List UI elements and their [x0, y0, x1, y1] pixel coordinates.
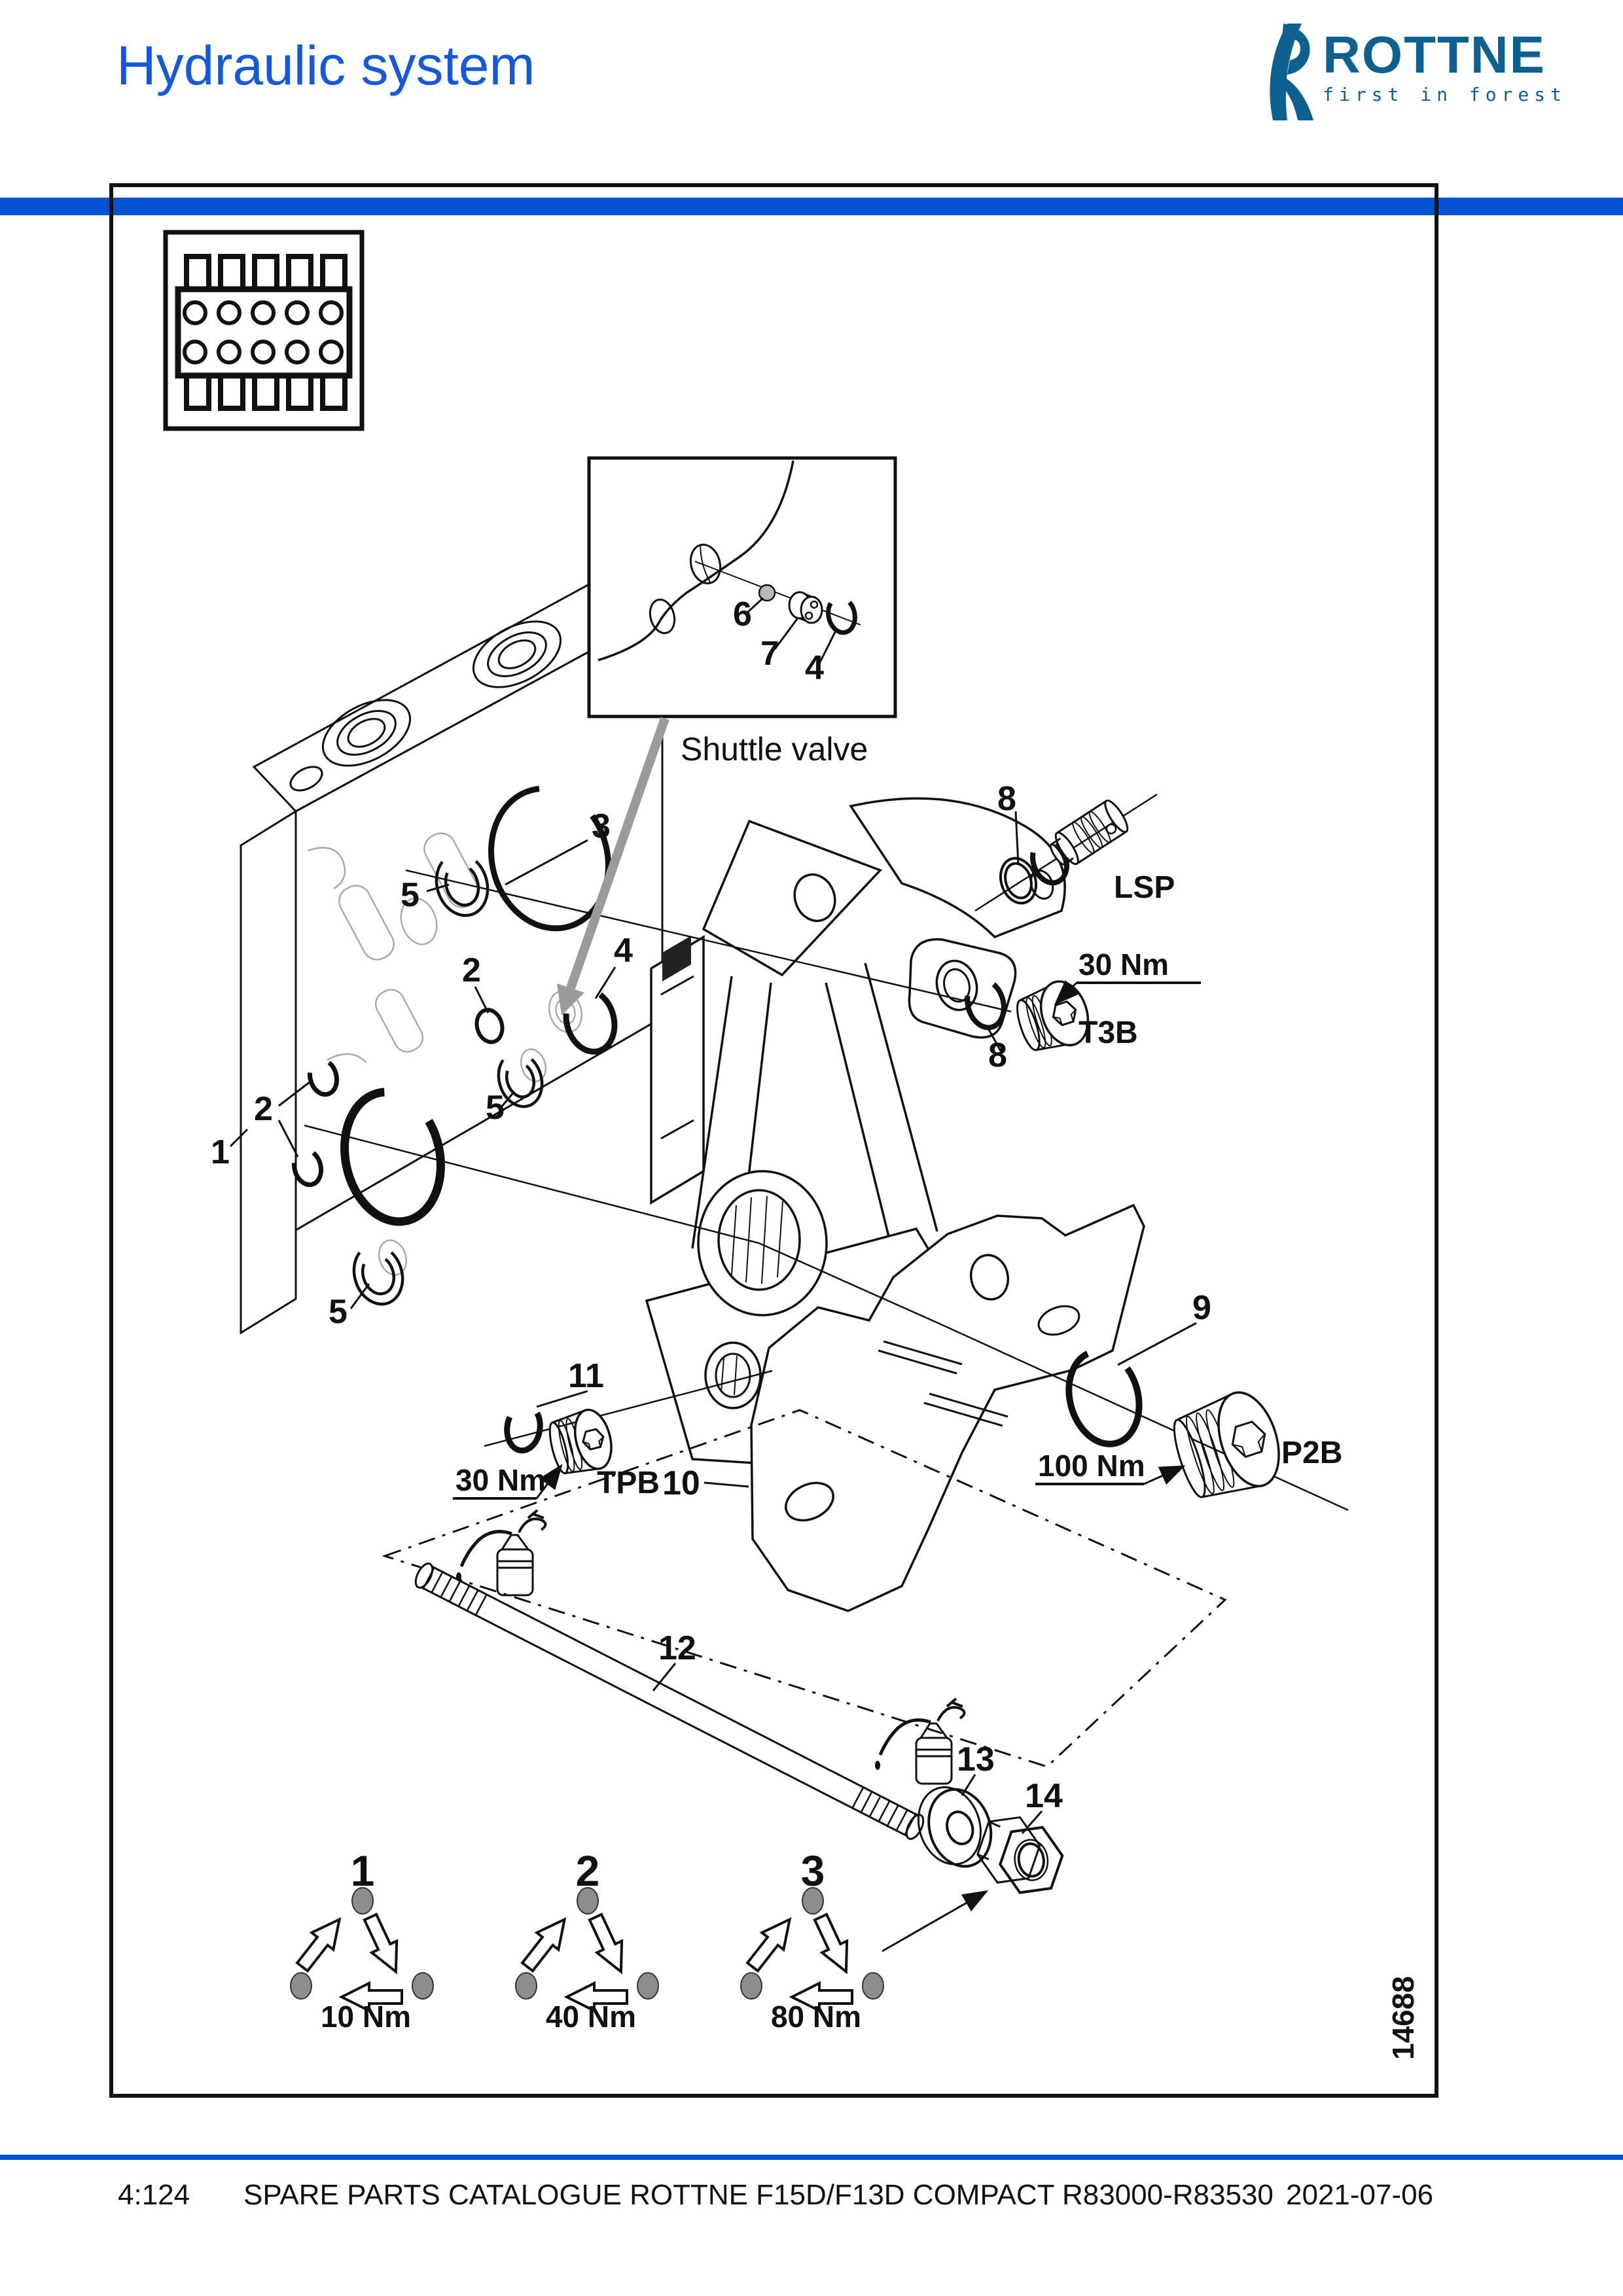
footer-page-number: 4:124 [118, 2179, 190, 2211]
sequence-to-nut-arrow [882, 1890, 989, 1952]
callout-4-inset: 4 [805, 649, 824, 687]
callout-7-inset: 7 [760, 635, 779, 673]
bracket-plate-10 [750, 1203, 1145, 1612]
shuttle-seat-7 [788, 591, 823, 624]
nut-14 [976, 1816, 1064, 1894]
callout-11: 11 [568, 1357, 604, 1395]
valve-block [240, 566, 664, 1335]
torque-annotations [453, 980, 1201, 1500]
tpb-plug-assembly [504, 1402, 613, 1475]
retaining-ring-4 [563, 987, 618, 1055]
torque-t3b: 30 Nm [1079, 947, 1169, 981]
sequence-step-3: 3 80 Nm [740, 1846, 884, 2034]
rottne-logo: ROTTNE first in forest [1253, 22, 1567, 122]
callout-1: 1 [211, 1133, 230, 1171]
footer-date: 2021-07-06 [1286, 2179, 1434, 2211]
page-title: Hydraulic system [116, 35, 535, 96]
o-ring-4-inset [826, 595, 857, 635]
port-label-t3b: T3B [1079, 1016, 1138, 1050]
callout-3: 3 [592, 807, 611, 845]
o-ring-8-t3b [965, 977, 1007, 1031]
seal-5a [435, 852, 490, 917]
footer-catalogue-title: SPARE PARTS CATALOGUE ROTTNE F15D/F13D C… [243, 2179, 1274, 2211]
logo-wordmark: ROTTNE [1323, 26, 1546, 84]
p2b-plug [1173, 1391, 1280, 1498]
callout-2b: 2 [254, 1090, 273, 1128]
step-torque: 80 Nm [771, 2000, 861, 2034]
step-torque: 40 Nm [546, 2000, 636, 2034]
tie-rod-12 [414, 1563, 925, 1840]
o-ring-3 [488, 785, 611, 932]
port-label-lsp: LSP [1114, 870, 1175, 905]
callout-5c: 5 [486, 1089, 505, 1127]
shuttle-valve-inset [587, 456, 897, 718]
callout-6-inset: 6 [733, 595, 752, 633]
o-ring-2a [474, 1008, 505, 1044]
sequence-step-1: 1 10 Nm [290, 1846, 434, 2034]
o-ring-9 [1065, 1348, 1143, 1447]
drawing-number: 14688 [1386, 1976, 1420, 2060]
lsp-valve-assembly [999, 800, 1129, 905]
callout-13: 13 [957, 1740, 995, 1778]
retaining-ring-11 [504, 1402, 543, 1454]
tpb-plug [548, 1408, 613, 1475]
seal-5b [352, 1243, 404, 1306]
shuttle-valve-pointer-arrow [557, 716, 669, 1016]
port-label-p2b: P2B [1281, 1436, 1342, 1470]
reference-plane-outline [382, 1409, 1227, 1768]
logo-tagline: first in forest [1323, 84, 1567, 105]
step-number: 2 [576, 1846, 600, 1895]
step-number: 1 [351, 1846, 375, 1895]
footer-divider-bar [0, 2155, 1623, 2160]
o-ring-2c [291, 1147, 324, 1188]
torque-tpb: 30 Nm [455, 1463, 546, 1497]
callout-8b: 8 [988, 1036, 1007, 1074]
step-number: 3 [801, 1846, 825, 1895]
diagram-frame [109, 183, 1438, 2098]
rottne-logo-icon [1270, 24, 1314, 120]
o-ring-large [340, 1087, 445, 1226]
backup-ring-8 [999, 857, 1037, 905]
callout-5a: 5 [401, 876, 419, 914]
callout-4: 4 [614, 932, 633, 970]
callout-14: 14 [1025, 1777, 1063, 1815]
callout-9: 9 [1192, 1289, 1211, 1327]
p2b-plug-assembly [1065, 1348, 1280, 1498]
header-divider-bar [0, 198, 1623, 215]
sequence-step-2: 2 40 Nm [515, 1846, 659, 2034]
torque-p2b: 100 Nm [1038, 1449, 1145, 1483]
callout-2a: 2 [462, 951, 481, 989]
callout-5b: 5 [329, 1293, 348, 1331]
lsp-cartridge [1049, 800, 1129, 866]
step-torque: 10 Nm [321, 2000, 411, 2034]
shuttle-ball-6 [758, 584, 776, 602]
washer-13 [917, 1786, 993, 1868]
callout-12: 12 [658, 1629, 696, 1667]
tightening-sequence: 1 10 Nm 2 40 Nm 3 80 Nm [290, 1846, 989, 2034]
valve-block-schematic-icon [163, 230, 365, 431]
callout-leaders [229, 597, 1197, 1834]
seal-5c [497, 1051, 544, 1108]
callout-8a: 8 [997, 780, 1016, 818]
callout-10: 10 [662, 1464, 700, 1502]
port-label-tpb: TPB [597, 1466, 660, 1500]
inset-caption: Shuttle valve [681, 731, 868, 768]
assembly-axes [304, 793, 1349, 1511]
